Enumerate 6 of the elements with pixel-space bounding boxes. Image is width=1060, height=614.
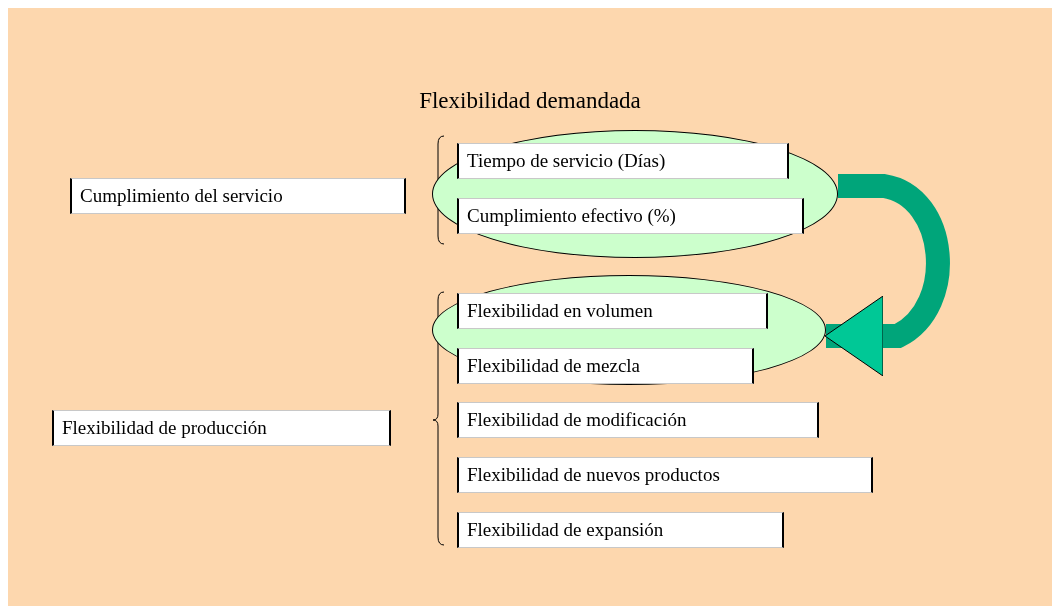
label-box: Flexibilidad de producción — [52, 410, 391, 446]
label-box: Flexibilidad de modificación — [457, 402, 819, 438]
label-box: Cumplimiento del servicio — [70, 178, 406, 214]
label-box: Flexibilidad de nuevos productos — [457, 457, 873, 493]
diagram-title: Flexibilidad demandada — [418, 88, 642, 114]
label-box: Flexibilidad de expansión — [457, 512, 784, 548]
